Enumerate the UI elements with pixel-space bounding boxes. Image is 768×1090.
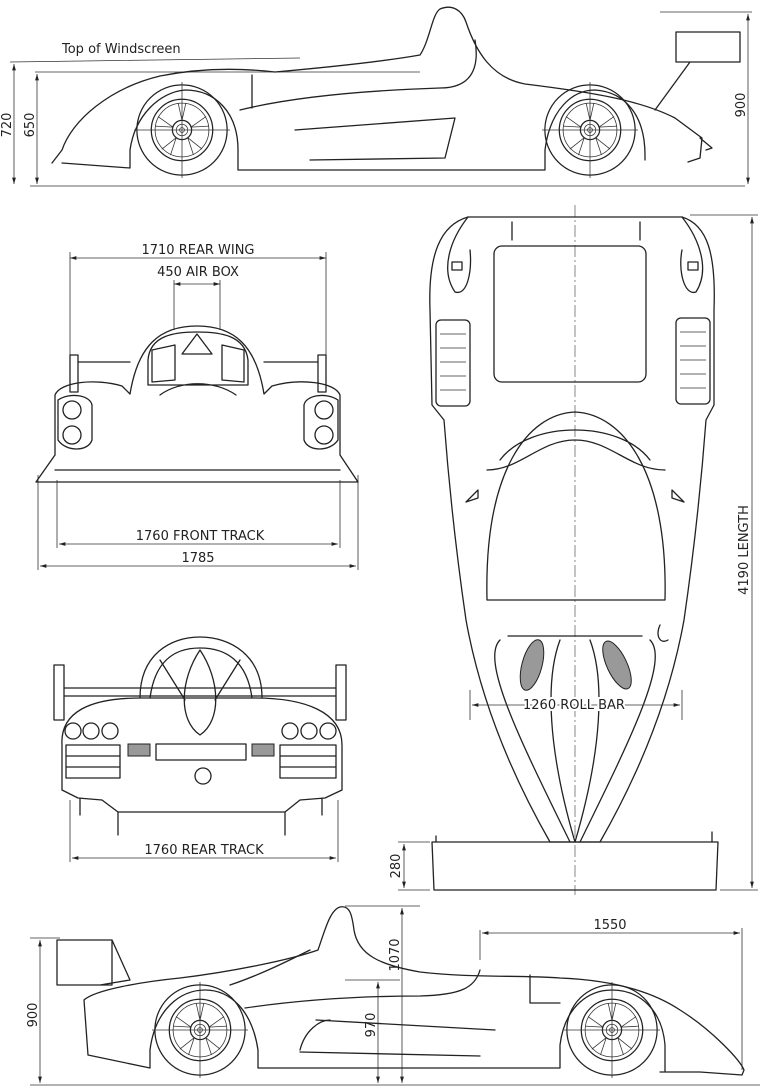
side-vents xyxy=(435,317,711,407)
plan-view: 1260 ROLL BAR 4190 LENGTH 280 xyxy=(389,205,758,895)
cockpit-opening xyxy=(486,411,666,601)
rear-wheel-bottom-icon xyxy=(152,982,248,1078)
exhaust-icon xyxy=(194,767,212,785)
dim-900-label: 900 xyxy=(734,93,749,118)
rear-wheel-icon xyxy=(542,82,638,178)
side-view-top: Top of Windscreen 720 650 900 xyxy=(0,6,752,187)
dim-length-label: 4190 LENGTH xyxy=(737,505,752,595)
dim-720-label: 720 xyxy=(0,113,15,138)
plan-body-outline xyxy=(429,216,715,843)
front-headlights xyxy=(57,394,339,450)
rear-body-outline xyxy=(61,697,343,836)
front-body-outline xyxy=(35,325,359,483)
rear-view: 1760 REAR TRACK xyxy=(53,636,347,862)
dim-1070-label: 1070 xyxy=(388,938,403,971)
windscreen-label: Top of Windscreen xyxy=(61,42,181,57)
dim-rear-track-label: 1760 REAR TRACK xyxy=(144,843,264,858)
dim-width-label: 1785 xyxy=(181,551,214,566)
rear-wing-plan xyxy=(431,831,719,891)
dim-650-label: 650 xyxy=(23,113,38,138)
rear-wing-side xyxy=(56,939,131,986)
dim-front-track-label: 1760 FRONT TRACK xyxy=(136,529,265,544)
front-wheel-bottom-icon xyxy=(564,982,660,1078)
windscreen-panel xyxy=(493,245,647,383)
front-wheel-icon xyxy=(134,82,230,178)
side-body-outline xyxy=(51,6,703,171)
side-view-bottom: 900 1070 970 1550 xyxy=(26,905,760,1086)
front-view: 1710 REAR WING 450 AIR BOX 1760 FRONT TR… xyxy=(35,243,359,570)
dim-970-label: 970 xyxy=(364,1013,379,1038)
dim-roll-bar-label: 1260 ROLL BAR xyxy=(523,698,625,713)
roll-bar-vent-left xyxy=(519,639,545,691)
rear-lights xyxy=(64,722,337,740)
dim-900-bottom-label: 900 xyxy=(26,1003,41,1028)
dim-air-box-label: 450 AIR BOX xyxy=(157,265,239,280)
dim-rear-wing-label: 1710 REAR WING xyxy=(141,243,254,258)
rear-wing-top xyxy=(654,31,741,111)
side-body-outline-bottom xyxy=(83,906,745,1076)
dim-1550-label: 1550 xyxy=(593,918,626,933)
rear-wing-endplates xyxy=(53,664,347,721)
dim-wing-depth-label: 280 xyxy=(389,854,404,879)
roll-bar-vent-right xyxy=(602,640,632,690)
